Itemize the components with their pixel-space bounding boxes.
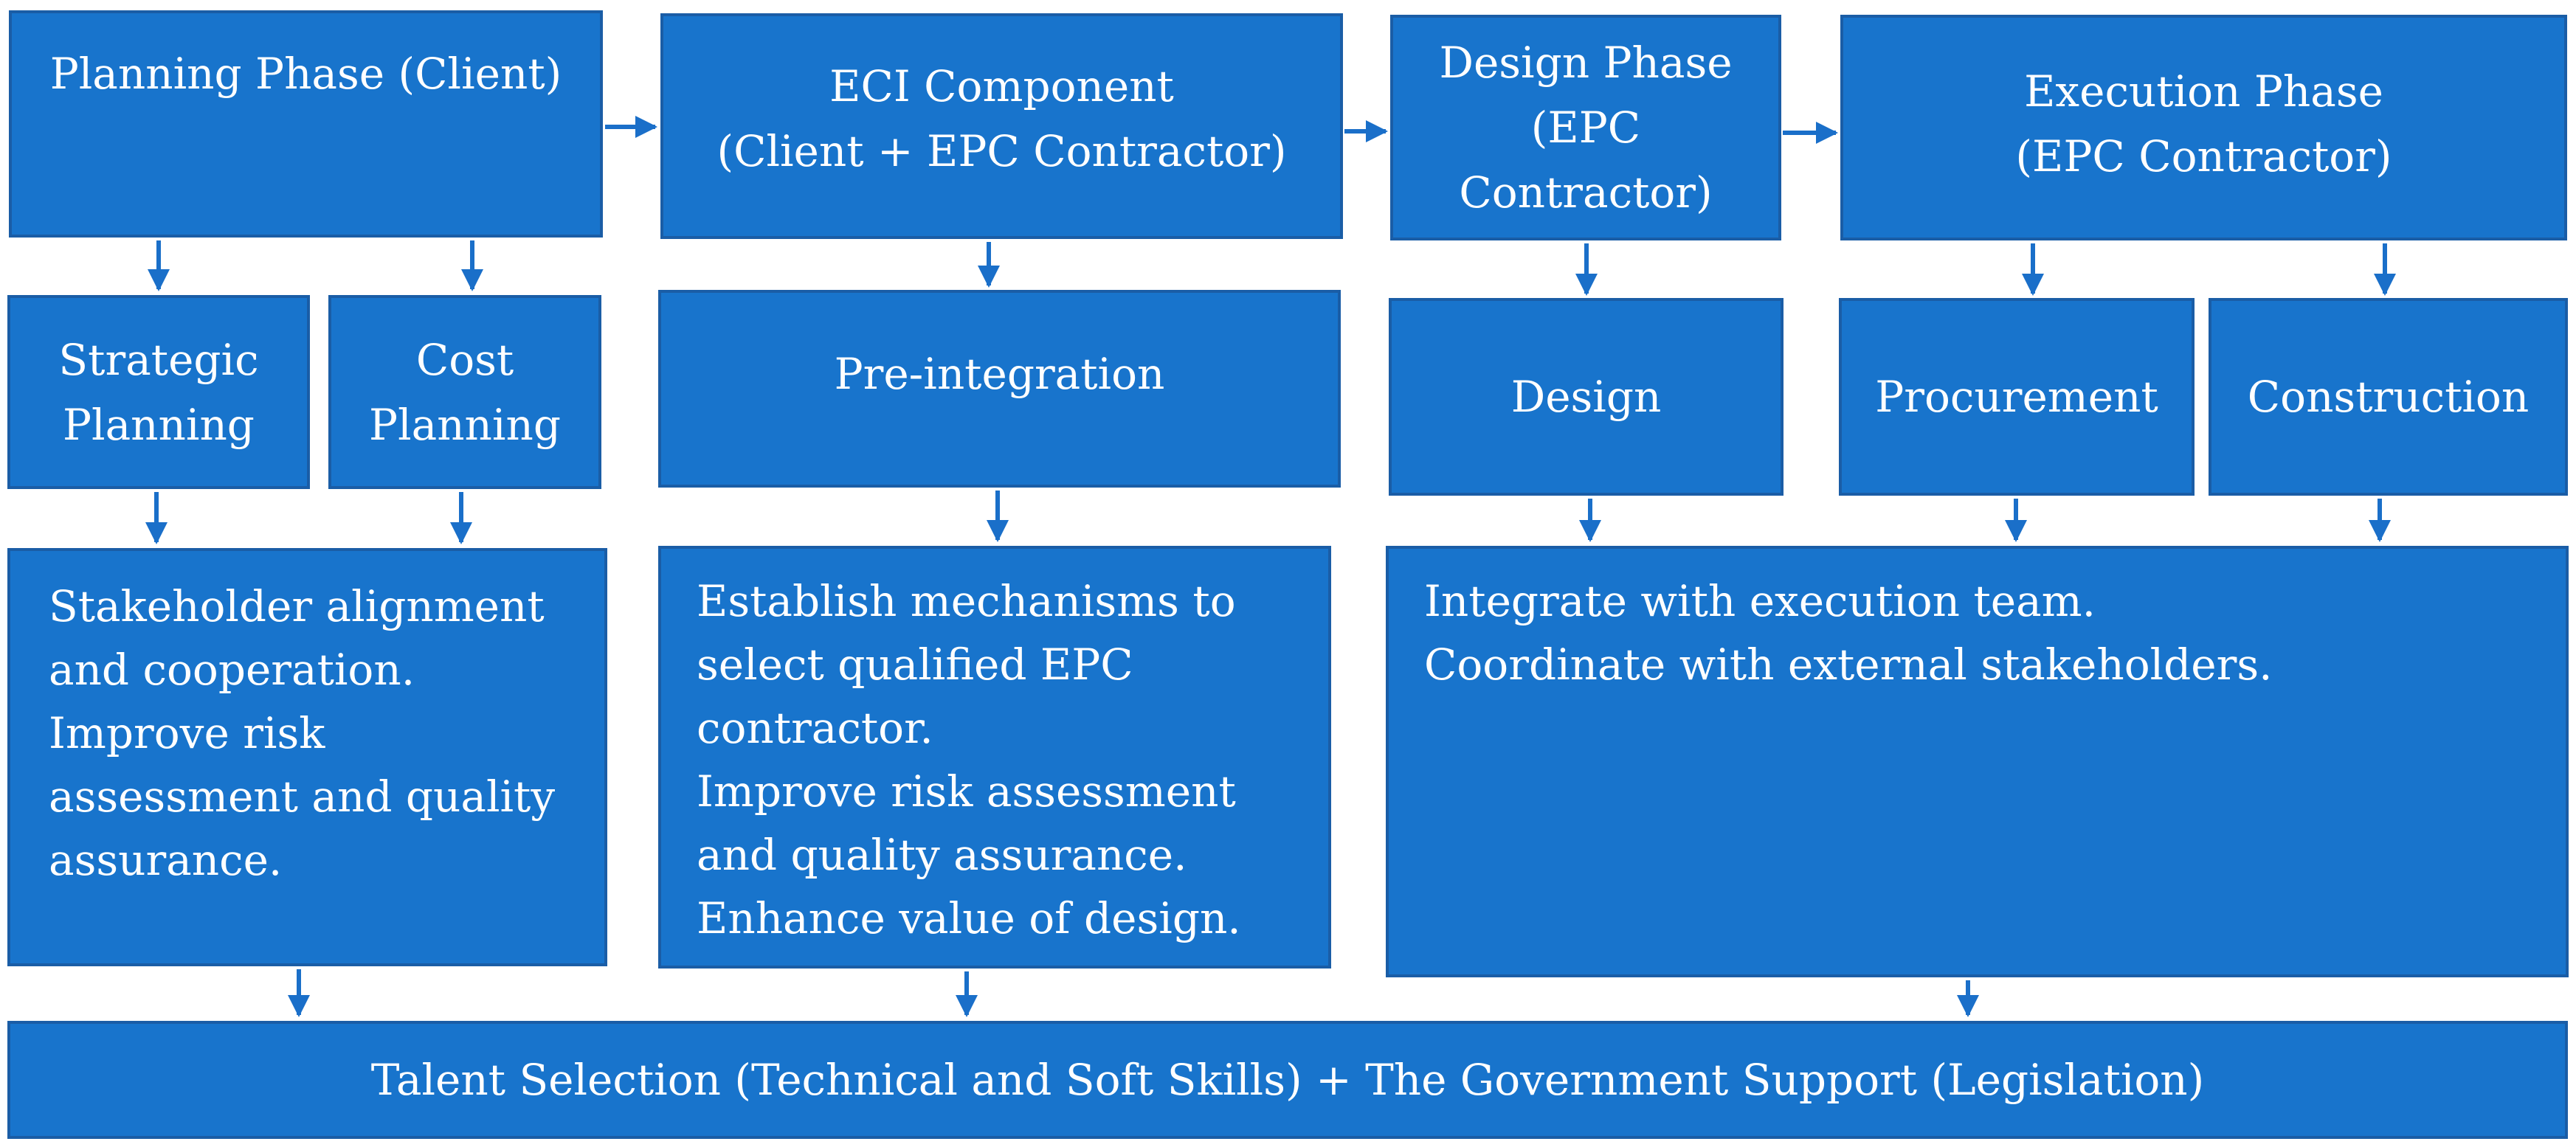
planning-outcomes-text: Stakeholder alignment and cooperation. I… (49, 581, 556, 885)
cost-planning-box: Cost Planning (328, 295, 601, 489)
planning-phase-box: Planning Phase (Client) (9, 10, 603, 238)
eci-outcomes-text: Establish mechanisms to select qualified… (697, 576, 1241, 943)
design-phase-box: Design Phase (EPC Contractor) (1390, 15, 1781, 240)
foundation-label: Talent Selection (Technical and Soft Ski… (370, 1055, 2205, 1105)
pre-integration-label: Pre-integration (834, 349, 1165, 399)
pre-integration-box: Pre-integration (658, 290, 1341, 488)
eci-component-label: ECI Component (Client + EPC Contractor) (716, 61, 1287, 176)
construction-box: Construction (2209, 298, 2568, 496)
procurement-box: Procurement (1839, 298, 2195, 496)
foundation-box: Talent Selection (Technical and Soft Ski… (7, 1021, 2568, 1139)
strategic-planning-box: Strategic Planning (7, 295, 310, 489)
planning-outcomes-box: Stakeholder alignment and cooperation. I… (7, 548, 607, 966)
design-execution-outcomes-box: Integrate with execution team. Coordinat… (1386, 546, 2569, 977)
construction-label: Construction (2247, 372, 2530, 422)
design-label: Design (1510, 372, 1662, 422)
design-phase-label: Design Phase (EPC Contractor) (1439, 38, 1733, 218)
execution-phase-label: Execution Phase (EPC Contractor) (2015, 66, 2392, 181)
planning-phase-label: Planning Phase (Client) (49, 49, 562, 99)
eci-outcomes-box: Establish mechanisms to select qualified… (658, 546, 1331, 968)
procurement-label: Procurement (1875, 372, 2158, 422)
eci-component-box: ECI Component (Client + EPC Contractor) (660, 13, 1343, 239)
cost-planning-label: Cost Planning (369, 334, 561, 450)
design-execution-outcomes-text: Integrate with execution team. Coordinat… (1424, 576, 2273, 690)
strategic-planning-label: Strategic Planning (58, 334, 259, 450)
execution-phase-box: Execution Phase (EPC Contractor) (1840, 15, 2567, 240)
design-box: Design (1389, 298, 1783, 496)
